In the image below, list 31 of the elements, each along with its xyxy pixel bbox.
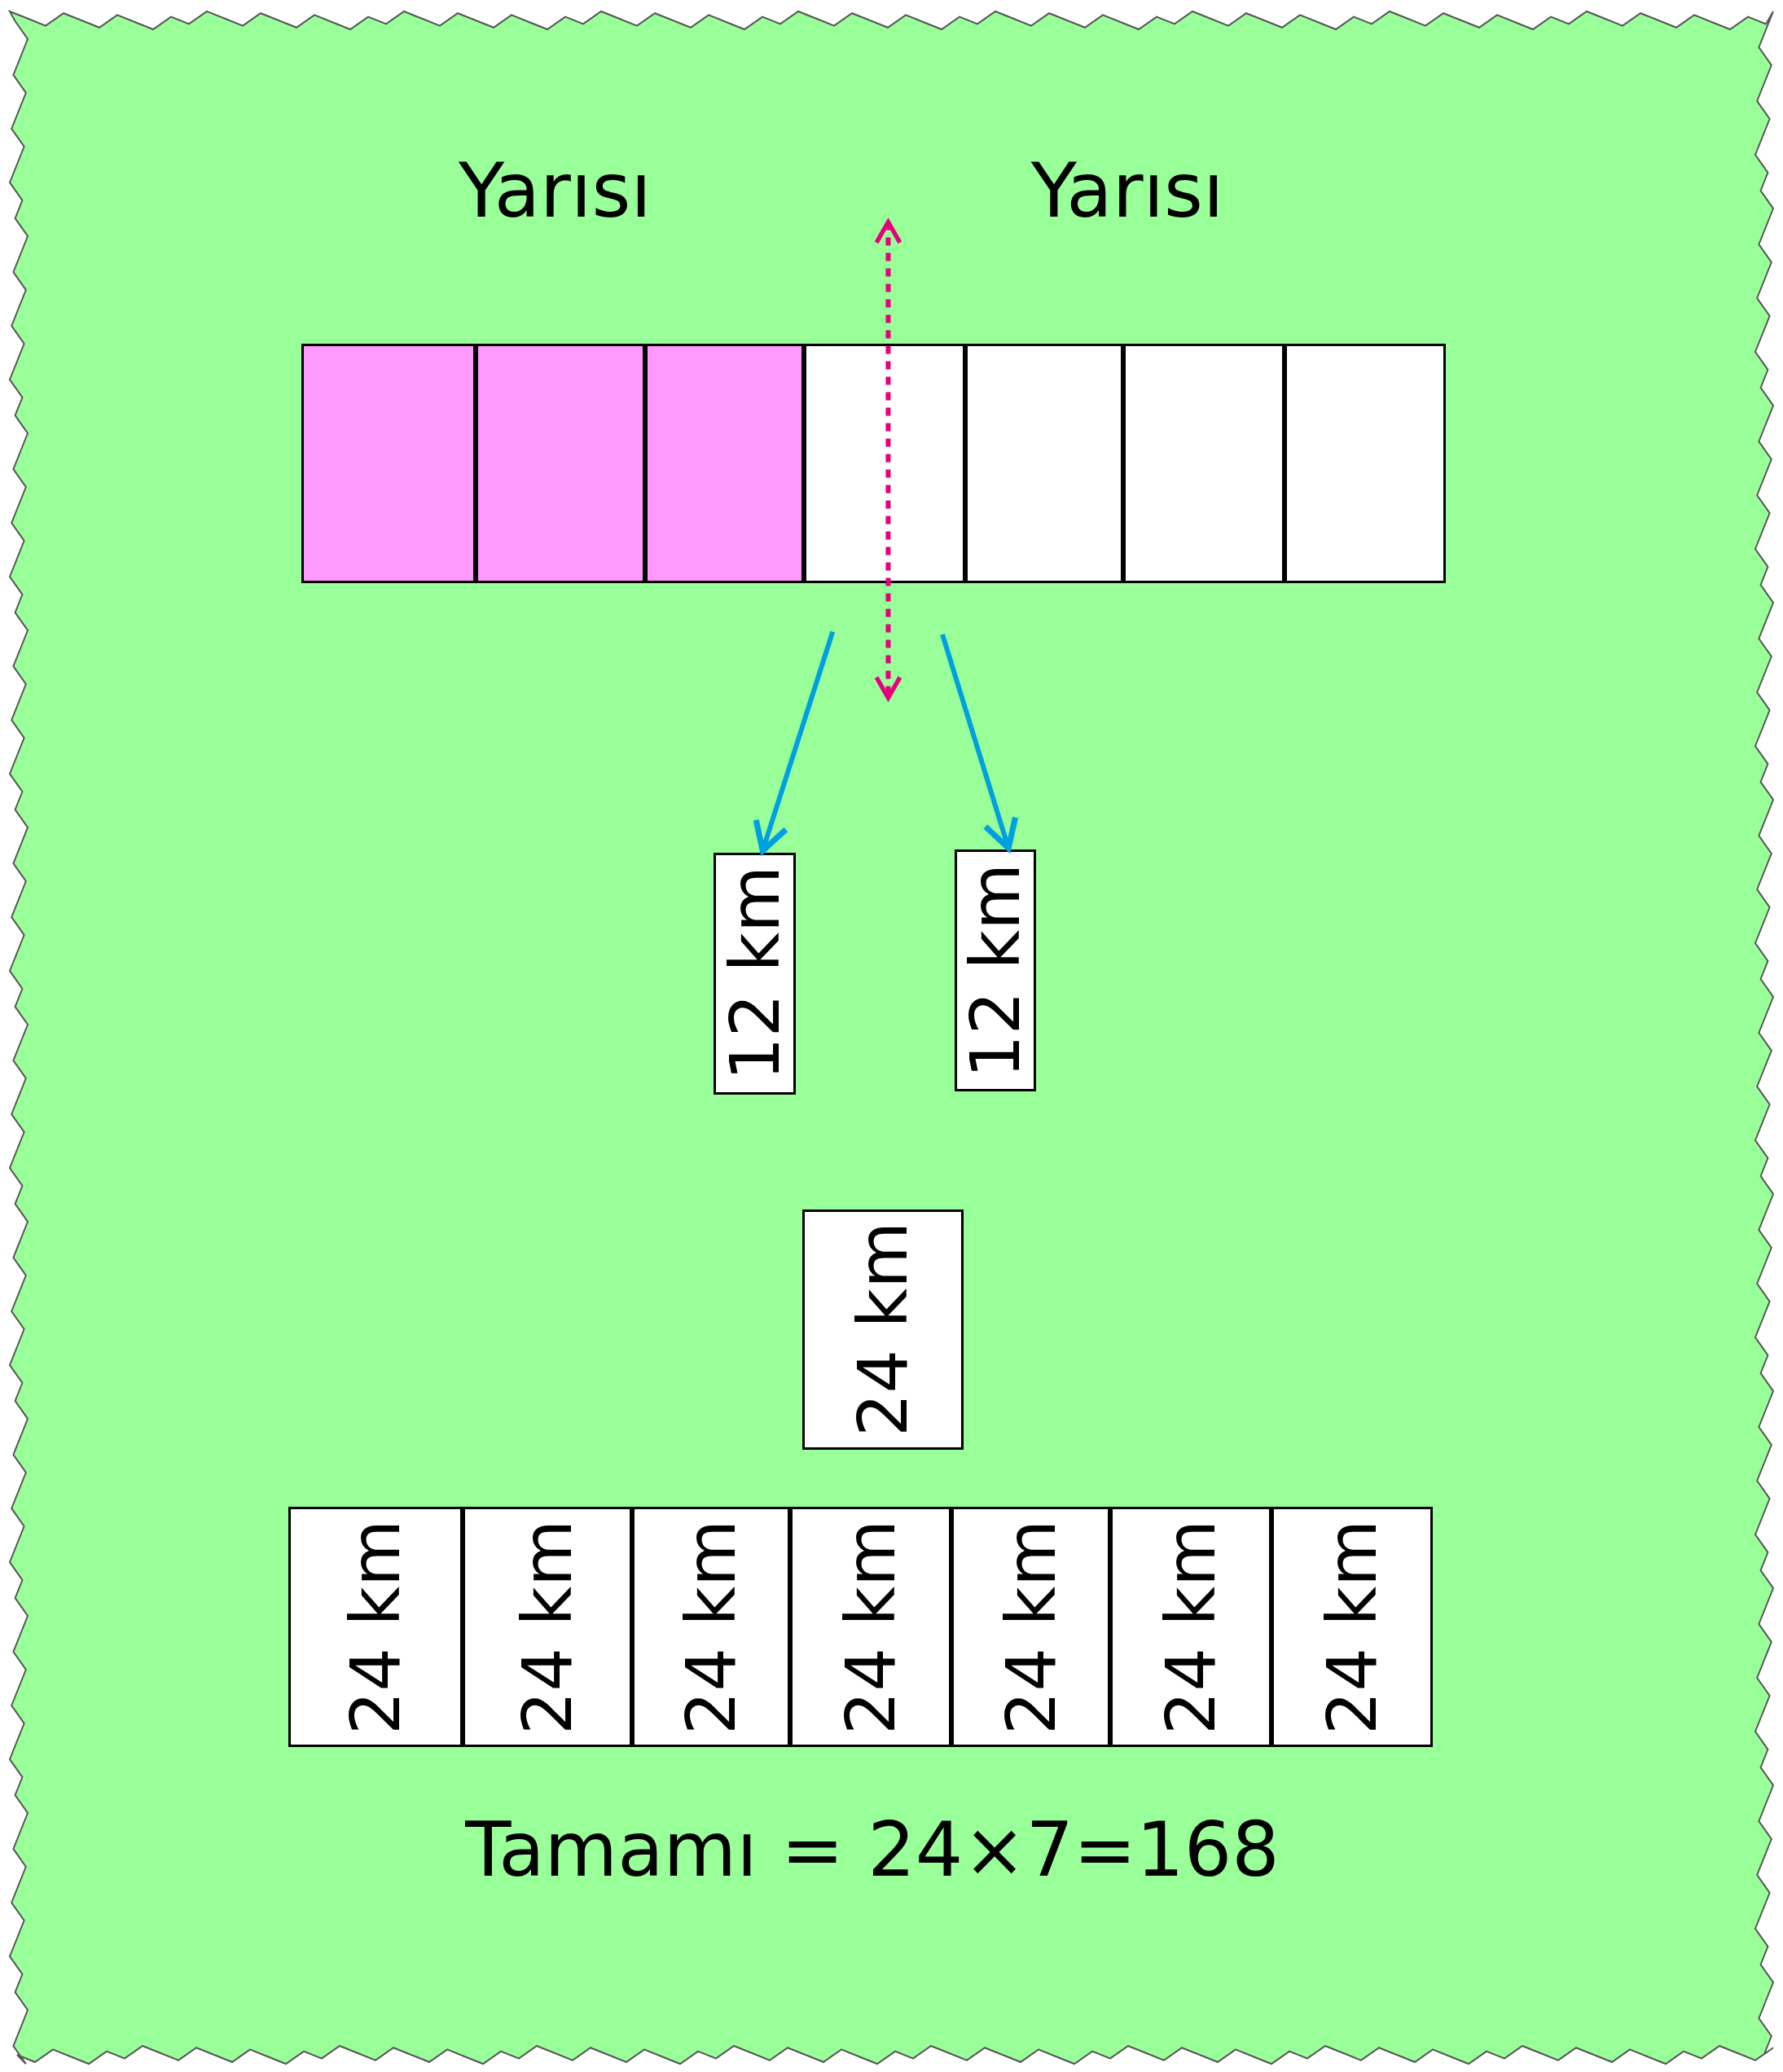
distance-box <box>790 1506 952 1748</box>
distance-box <box>462 1506 632 1748</box>
distance-label: 12 km <box>960 863 1030 1078</box>
bar-segment <box>476 343 645 583</box>
distance-label: 24 km <box>512 1519 582 1735</box>
distance-box <box>1271 1506 1433 1748</box>
total-equation: Tamamı = 24×7=168 <box>465 1812 1280 1888</box>
arrow <box>753 630 836 854</box>
bar-segment <box>1123 343 1285 583</box>
distance-label: 24 km <box>837 1519 906 1735</box>
half-label: Yarısı <box>1030 154 1224 230</box>
distance-label: 24 km <box>848 1222 917 1438</box>
bar-segment <box>964 343 1124 583</box>
distance-label: 24 km <box>1318 1519 1386 1735</box>
bar-segment <box>301 343 476 583</box>
distance-label: 24 km <box>996 1519 1065 1735</box>
distance-box <box>288 1506 463 1748</box>
bar-segment <box>644 343 804 583</box>
distance-box <box>954 849 1037 1092</box>
distance-label: 24 km <box>340 1519 410 1735</box>
distance-box <box>951 1506 1111 1748</box>
distance-label: 24 km <box>677 1519 745 1735</box>
distance-box <box>631 1506 791 1748</box>
distance-label: 12 km <box>720 866 789 1082</box>
distance-label: 24 km <box>1157 1519 1225 1735</box>
bar-segment <box>1285 343 1447 583</box>
half-label: Yarısı <box>459 154 652 230</box>
distance-box <box>801 1209 964 1451</box>
distance-box <box>714 852 796 1095</box>
bar-segment <box>803 343 965 583</box>
distance-box <box>1110 1506 1271 1748</box>
